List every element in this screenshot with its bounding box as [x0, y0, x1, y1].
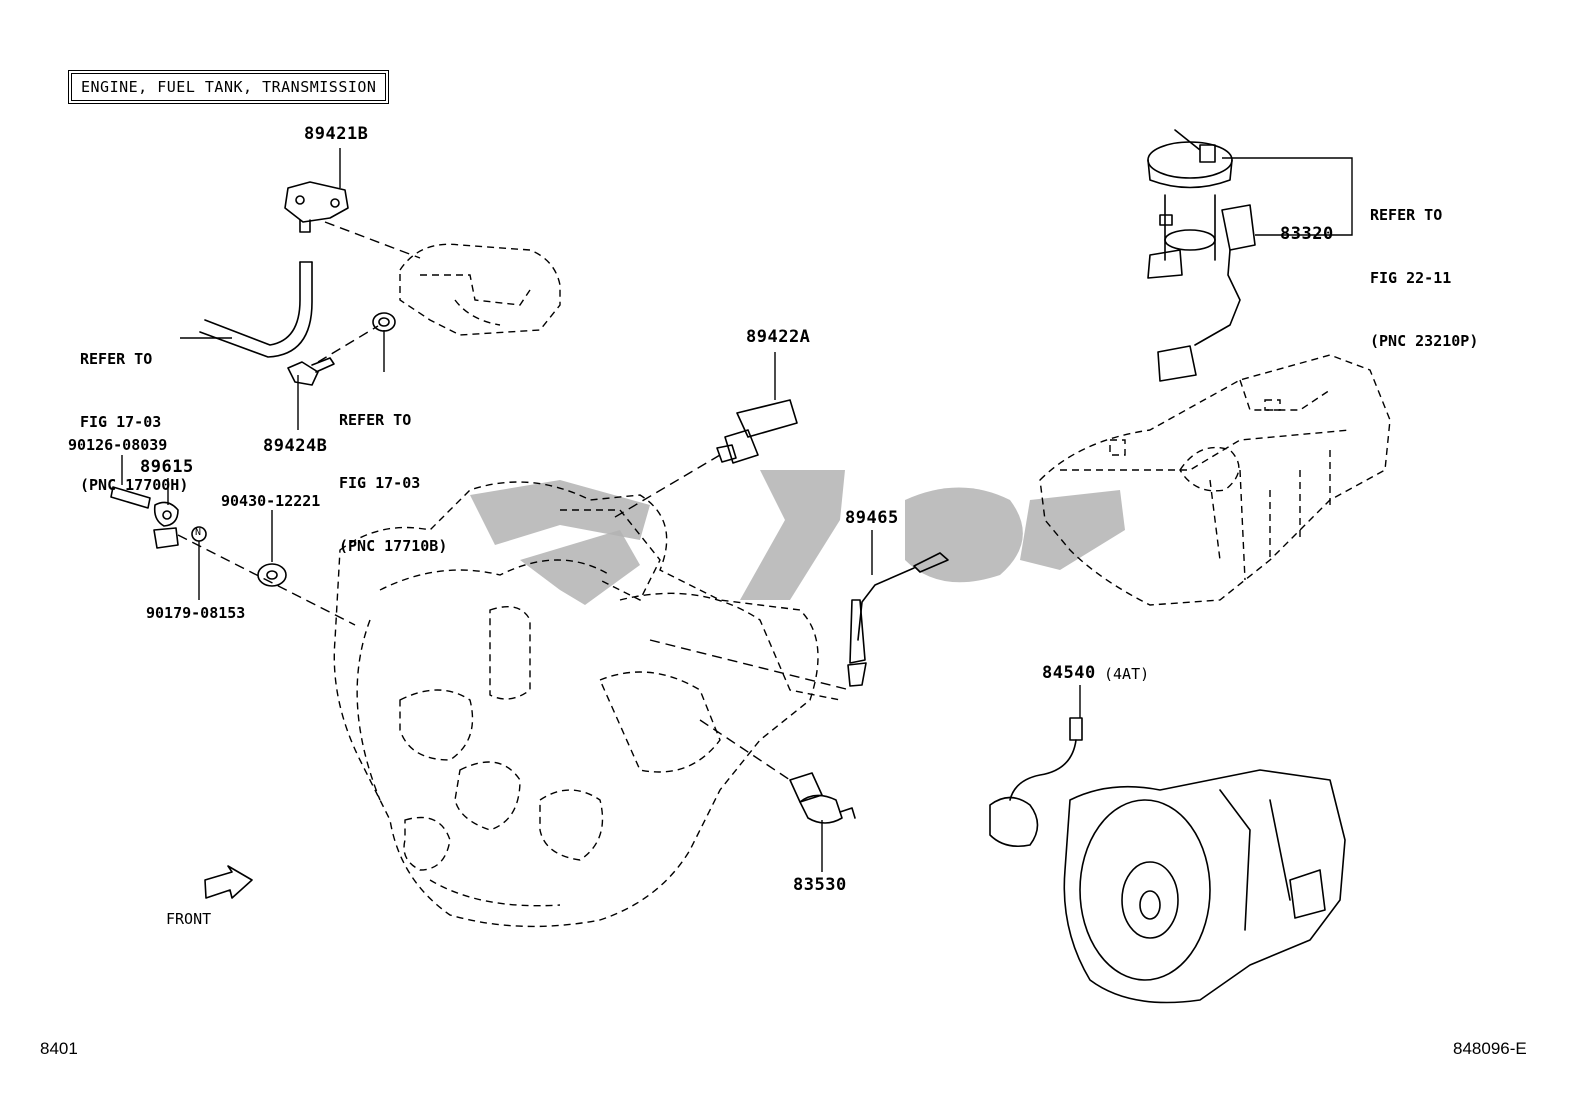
- watermark-logo: [470, 470, 1125, 605]
- leader-lines: [121, 148, 1353, 872]
- reference-line: (PNC 23210P): [1370, 332, 1479, 350]
- part-number-89421b[interactable]: 89421B: [304, 124, 369, 144]
- fuel-sender-83320: [1157, 204, 1256, 382]
- reference-line: FIG 17-03: [339, 474, 421, 492]
- figure-number: 8401: [40, 1039, 78, 1058]
- part-number-83320[interactable]: 83320: [1280, 224, 1334, 244]
- part-number-84540[interactable]: 84540: [1042, 663, 1096, 683]
- reference-line: FIG 17-03: [80, 413, 162, 431]
- oxygen-sensor-89465: [847, 552, 949, 687]
- part-number-90179-08153[interactable]: 90179-08153: [146, 604, 246, 622]
- map-sensor-89421b: [284, 181, 349, 233]
- part-number-89615[interactable]: 89615: [140, 457, 194, 477]
- grommet: [372, 312, 396, 332]
- reference-pnc-23210p[interactable]: REFER TO FIG 22-11 (PNC 23210P): [1370, 163, 1478, 394]
- reference-pnc-17710b[interactable]: REFER TO FIG 17-03 (PNC 17710B): [339, 368, 447, 599]
- reference-line: REFER TO: [339, 411, 412, 429]
- part-number-89424b[interactable]: 89424B: [263, 436, 328, 456]
- vacuum-hose: [199, 261, 313, 358]
- reference-line: FIG 22-11: [1370, 269, 1452, 287]
- front-arrow-icon: [204, 865, 253, 899]
- fuel-tank-outline: [1039, 354, 1391, 606]
- neutral-start-switch-84540: [989, 717, 1083, 848]
- part-number-83530[interactable]: 83530: [793, 875, 847, 895]
- oil-pressure-switch-83530: [789, 772, 856, 824]
- illustration-code: 848096-E: [1453, 1039, 1527, 1058]
- air-temp-sensor-89424b: [287, 357, 335, 386]
- reference-line: REFER TO: [1370, 206, 1443, 224]
- reference-pnc-17700h[interactable]: REFER TO FIG 17-03 (PNC 17700H): [80, 307, 188, 538]
- reference-line: (PNC 17710B): [339, 537, 448, 555]
- front-label: FRONT: [166, 910, 212, 928]
- intake-housing-outline: [399, 243, 561, 336]
- fuel-pump-assembly: [1147, 129, 1233, 279]
- part-number-90126-08039[interactable]: 90126-08039: [68, 436, 168, 454]
- knock-sensor-89615: [110, 486, 179, 549]
- reference-line: REFER TO: [80, 350, 153, 368]
- section-title: ENGINE, FUEL TANK, TRANSMISSION: [68, 70, 390, 104]
- part-number-89422a[interactable]: 89422A: [746, 327, 811, 347]
- assembly-dash-lines: [177, 221, 851, 781]
- sensor-89422a: [716, 399, 798, 464]
- engine-block-outline: [333, 481, 841, 928]
- part-note-4at: (4AT): [1104, 665, 1150, 683]
- transmission-assembly: [1063, 769, 1346, 1004]
- reference-line: (PNC 17700H): [80, 476, 189, 494]
- n-marker-label: N: [195, 527, 202, 538]
- part-number-89465[interactable]: 89465: [845, 508, 899, 528]
- part-number-90430-12221[interactable]: 90430-12221: [221, 492, 321, 510]
